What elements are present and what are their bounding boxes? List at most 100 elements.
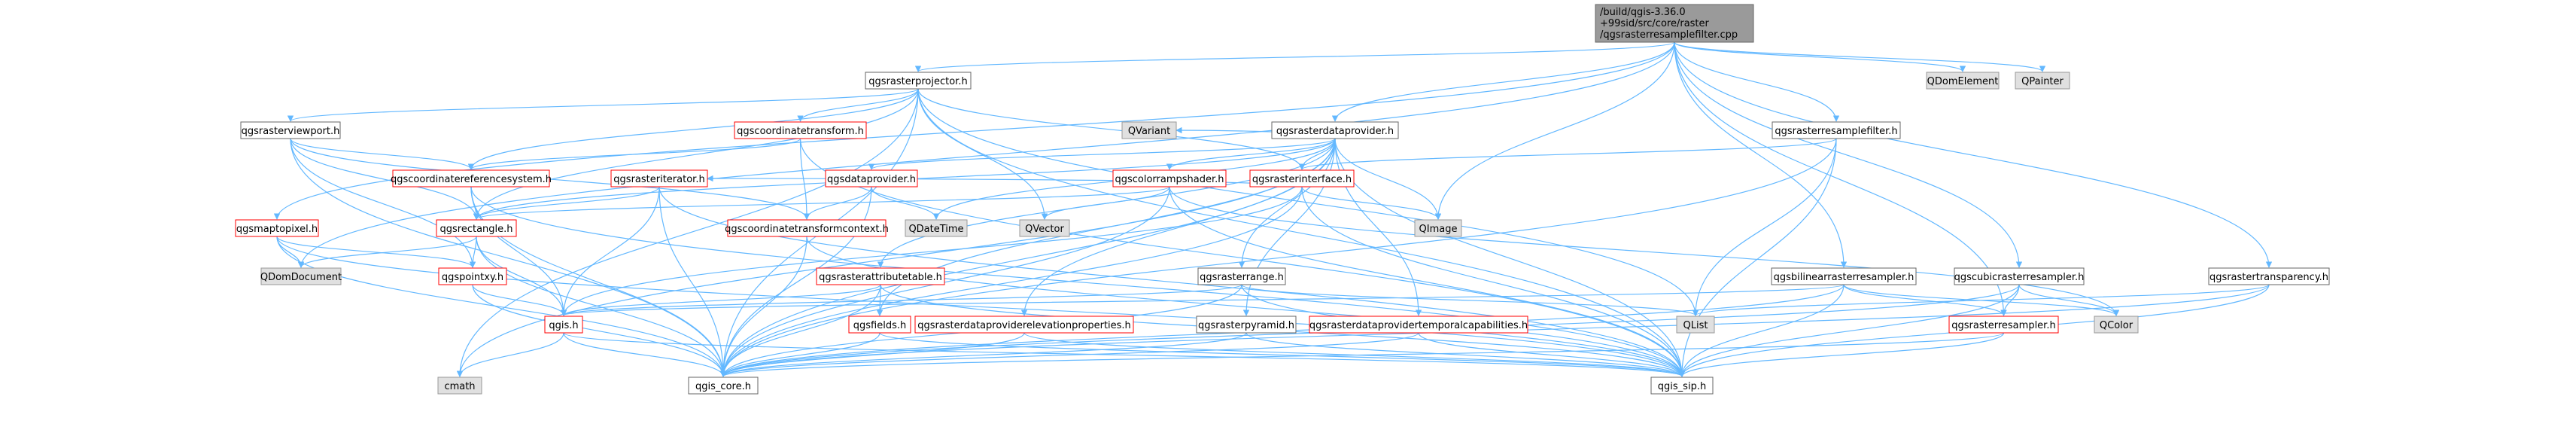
- node-box: [848, 316, 911, 334]
- edge-qgsrasteriterator-to-qgis_core: [658, 186, 727, 377]
- node-box: [436, 219, 517, 237]
- node-qgis_core[interactable]: qgis_core.h: [688, 377, 759, 395]
- edge-qgsbilinearrasterresampler-to-qgis: [561, 284, 1845, 316]
- node-qgsrasterresamplefilter[interactable]: qgsrasterresamplefilter.h: [1772, 121, 1901, 139]
- node-box: [610, 169, 708, 188]
- node-label: qgis_sip.h: [1658, 381, 1706, 392]
- edge-qgscubicrasterresampler-to-qgis_sip: [1678, 284, 2020, 377]
- edge-qgsrasterprojector-to-cmath: [456, 88, 919, 377]
- edge-qgsrasterdataprovider-to-qgis_sip: [1334, 138, 1686, 377]
- node-box: [260, 267, 342, 285]
- edge-qgsrasterpyramid-to-qgis_sip: [1245, 332, 1686, 377]
- node-qgsrasterdataproviderelevationproperties[interactable]: qgsrasterdataproviderelevationproperties…: [914, 316, 1134, 334]
- node-qgis_sip[interactable]: qgis_sip.h: [1650, 377, 1714, 395]
- node-qgsrasterviewport[interactable]: qgsrasterviewport.h: [240, 121, 341, 139]
- edge-qgsrasteriterator-to-qgsrectangle: [473, 186, 660, 220]
- node-label: QImage: [1419, 224, 1458, 235]
- node-label: qgsrasterdataprovidertemporalcapabilitie…: [1309, 320, 1528, 331]
- node-qgsrasterprojector[interactable]: qgsrasterprojector.h: [865, 72, 972, 90]
- node-qgsrasterrange[interactable]: qgsrasterrange.h: [1197, 267, 1286, 285]
- edge-root-to-qgsrasterresamplefilter: [1674, 41, 1840, 122]
- edge-qgsrasterviewport-to-qgsrectangle: [290, 138, 480, 220]
- edge-qgsrasterdataprovider-to-qgsrasterdataprovidertemporalcapabilities: [1334, 138, 1422, 316]
- node-cmath: cmath: [437, 377, 482, 395]
- node-QPainter: QPainter: [2015, 72, 2070, 90]
- edge-qgsrasteriterator-to-qgis_sip: [658, 186, 1686, 377]
- node-qgsrasterinterface[interactable]: qgsrasterinterface.h: [1249, 169, 1355, 188]
- node-label: qgsfields.h: [853, 320, 906, 331]
- edge-qgsrasterprojector-to-QVector: [917, 88, 1048, 220]
- node-qgsmaptopixel[interactable]: qgsmaptopixel.h: [235, 219, 319, 237]
- edge-qgsrasterdataprovider-to-qgsrasterrange: [1238, 138, 1336, 268]
- node-qgscoordinatetransform[interactable]: qgscoordinatetransform.h: [734, 121, 867, 139]
- node-box: [438, 267, 507, 285]
- edge-qgsrasterprojector-to-qgscoordinatereferencesystem: [467, 88, 919, 170]
- node-qgsrasterpyramid[interactable]: qgsrasterpyramid.h: [1196, 316, 1297, 334]
- node-label: qgsrectangle.h: [439, 224, 512, 235]
- node-label: qgsrasterresamplefilter.h: [1775, 126, 1897, 137]
- edge-root-to-qgsrasterprojector: [915, 41, 1675, 72]
- node-box: [1771, 267, 1917, 285]
- edge-qgsrasterinterface-to-qgis: [560, 186, 1303, 316]
- node-qgsrastertransparency[interactable]: qgsrastertransparency.h: [2208, 267, 2330, 285]
- edge-qgsrectangle-to-qgis: [476, 236, 567, 316]
- node-box: [1197, 267, 1286, 285]
- node-box: [235, 219, 319, 237]
- node-qgspointxy[interactable]: qgspointxy.h: [438, 267, 507, 285]
- node-box: [865, 72, 972, 90]
- node-label: qgsrasteriterator.h: [613, 174, 704, 185]
- edge-qgsrasterdataprovider-to-qgis_core: [719, 138, 1336, 377]
- node-qgsdataprovider[interactable]: qgsdataprovider.h: [825, 169, 918, 188]
- node-box: [1595, 4, 1754, 43]
- edge-qgsrasterresamplefilter-to-qgis_sip: [1678, 138, 1837, 377]
- node-label: QPainter: [2021, 76, 2064, 87]
- node-qgsbilinearrasterresampler[interactable]: qgsbilinearrasterresampler.h: [1771, 267, 1917, 285]
- edge-qgsrastertransparency-to-QList: [1692, 284, 2270, 316]
- edge-root-to-qgsrasterdataprovider: [1331, 41, 1675, 122]
- node-root: /build/qgis-3.36.0+99sid/src/core/raster…: [1595, 4, 1754, 43]
- edge-qgis-to-qgis_core: [563, 332, 727, 377]
- node-qgscolorrampshader[interactable]: qgscolorrampshader.h: [1112, 169, 1227, 188]
- edge-qgsrasterpyramid-to-qgis_core: [719, 332, 1247, 377]
- edge-qgscolorrampshader-to-QColor: [1169, 186, 2120, 316]
- node-QList: QList: [1676, 316, 1715, 334]
- node-box: [1121, 121, 1177, 139]
- node-qgsfields[interactable]: qgsfields.h: [848, 316, 911, 334]
- edge-qgsfields-to-qgis_sip: [879, 332, 1685, 377]
- edge-qgsrasterrange-to-QList: [1241, 284, 1699, 316]
- node-label: QColor: [2100, 320, 2133, 331]
- edge-qgsrasterinterface-to-qgis_core: [719, 186, 1303, 377]
- edge-qgsbilinearrasterresampler-to-qgsrasterresampler: [1843, 284, 2007, 316]
- node-box: [2208, 267, 2330, 285]
- node-box: [1650, 377, 1714, 395]
- root-file-path-line: /qgsrasterresamplefilter.cpp: [1600, 29, 1738, 41]
- node-qgsrasteriterator[interactable]: qgsrasteriterator.h: [610, 169, 708, 188]
- edge-root-to-QDomElement: [1674, 41, 1966, 72]
- node-qgscubicrasterresampler[interactable]: qgscubicrasterresampler.h: [1954, 267, 2085, 285]
- node-label: QDomElement: [1927, 76, 1999, 87]
- node-qgsrectangle[interactable]: qgsrectangle.h: [436, 219, 517, 237]
- node-qgis[interactable]: qgis.h: [544, 316, 583, 334]
- edge-qgsrasterviewport-to-qgspointxy: [290, 138, 476, 268]
- edge-qgsrasterdataprovidertemporalcapabilities-to-qgis_sip: [1418, 332, 1686, 377]
- node-qgsrasterdataprovider[interactable]: qgsrasterdataprovider.h: [1271, 121, 1399, 139]
- node-QColor: QColor: [2094, 316, 2139, 334]
- node-box: [240, 121, 341, 139]
- edge-qgsrasterdataprovider-to-qgsrasterdataproviderelevationproperties: [1020, 138, 1336, 316]
- node-box: [816, 267, 945, 285]
- node-label: qgscoordinatetransform.h: [737, 126, 864, 137]
- edge-qgspointxy-to-qgis_core: [472, 284, 727, 377]
- node-qgsrasterattributetable[interactable]: qgsrasterattributetable.h: [816, 267, 945, 285]
- node-qgscoordinatetransformcontext[interactable]: qgscoordinatetransformcontext.h: [725, 219, 889, 237]
- node-qgsrasterresampler[interactable]: qgsrasterresampler.h: [1948, 316, 2059, 334]
- edge-qgsrasterprojector-to-qgsrasterviewport: [287, 88, 919, 122]
- node-box: [1309, 316, 1528, 334]
- node-QDateTime: QDateTime: [905, 219, 968, 237]
- edge-root-to-qgsbilinearrasterresampler: [1674, 41, 1848, 268]
- edge-qgsrectangle-to-qgspointxy: [469, 236, 477, 268]
- node-box: [1112, 169, 1227, 188]
- node-qgscoordinatereferencesystem[interactable]: qgscoordinatereferencesystem.h: [391, 169, 552, 188]
- node-label: QDomDocument: [260, 272, 342, 283]
- node-label: qgsrasterinterface.h: [1252, 174, 1352, 185]
- node-qgsrasterdataprovidertemporalcapabilities[interactable]: qgsrasterdataprovidertemporalcapabilitie…: [1309, 316, 1528, 334]
